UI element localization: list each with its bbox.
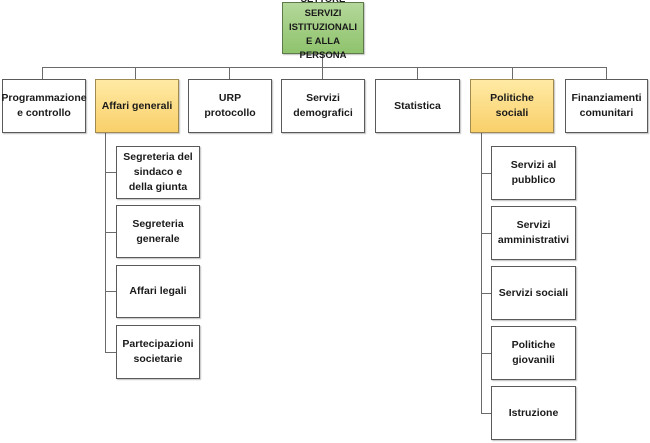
sub-label: Servizi al pubblico <box>510 159 557 186</box>
top-bus-line <box>42 67 607 68</box>
root-label: SETTORE SERVIZI ISTITUZIONALI E ALLA PER… <box>288 0 358 61</box>
sub-label: Servizi sociali <box>498 286 569 299</box>
politiche-branch-2 <box>481 233 491 234</box>
sub-label: Servizi amministrativi <box>497 219 570 246</box>
sub-label: Istruzione <box>508 406 559 419</box>
dept-statistica: Statistica <box>375 79 460 133</box>
connector-dept-6 <box>512 67 513 79</box>
dept-servizi-demografici: Servizi demografici <box>281 79 365 133</box>
dept-affari-generali: Affari generali <box>95 79 179 133</box>
politiche-branch-1 <box>481 173 491 174</box>
root-connector <box>322 54 323 67</box>
sub-servizi-al-pubblico: Servizi al pubblico <box>491 146 576 200</box>
root-node: SETTORE SERVIZI ISTITUZIONALI E ALLA PER… <box>282 0 364 61</box>
connector-dept-2 <box>135 67 136 79</box>
sub-segreteria-sindaco-giunta: Segreteria del sindaco e della giunta <box>116 146 200 199</box>
sub-affari-legali: Affari legali <box>116 265 200 318</box>
dept-label: Programmazione e controllo <box>1 92 87 119</box>
connector-dept-3 <box>229 67 230 79</box>
sub-servizi-amministrativi: Servizi amministrativi <box>491 206 576 260</box>
dept-urp-protocollo: URP protocollo <box>188 79 272 133</box>
sub-politiche-giovanili: Politiche giovanili <box>491 326 576 380</box>
politiche-trunk-line <box>481 133 482 414</box>
sub-label: Segreteria generale <box>132 217 184 245</box>
sub-label: Segreteria del sindaco e della giunta <box>123 151 193 193</box>
affari-branch-1 <box>105 172 116 173</box>
affari-branch-2 <box>105 232 116 233</box>
sub-label: Affari legali <box>129 285 187 297</box>
dept-label: Statistica <box>394 99 441 112</box>
sub-label: Partecipazioni societarie <box>122 338 194 365</box>
dept-label: Finanziamenti comunitari <box>571 92 642 119</box>
affari-trunk-line <box>105 133 106 353</box>
sub-segreteria-generale: Segreteria generale <box>116 205 200 258</box>
affari-branch-3 <box>105 291 116 292</box>
dept-label: URP protocollo <box>204 92 256 119</box>
dept-label: Politiche sociali <box>490 92 534 119</box>
dept-label: Affari generali <box>101 99 173 112</box>
connector-dept-4 <box>322 67 323 79</box>
dept-label: Servizi demografici <box>293 92 353 119</box>
dept-politiche-sociali: Politiche sociali <box>470 79 554 133</box>
connector-dept-5 <box>417 67 418 79</box>
sub-istruzione: Istruzione <box>491 386 576 440</box>
connector-dept-1 <box>42 67 43 79</box>
politiche-branch-3 <box>481 293 491 294</box>
dept-programmazione-controllo: Programmazione e controllo <box>1 79 87 133</box>
sub-label: Politiche giovanili <box>511 339 556 366</box>
politiche-branch-4 <box>481 353 491 354</box>
dept-finanziamenti-comunitari: Finanziamenti comunitari <box>565 79 648 133</box>
sub-servizi-sociali: Servizi sociali <box>491 266 576 320</box>
connector-dept-7 <box>606 67 607 79</box>
sub-partecipazioni-societarie: Partecipazioni societarie <box>116 325 200 379</box>
affari-branch-4 <box>105 352 116 353</box>
politiche-branch-5 <box>481 413 491 414</box>
